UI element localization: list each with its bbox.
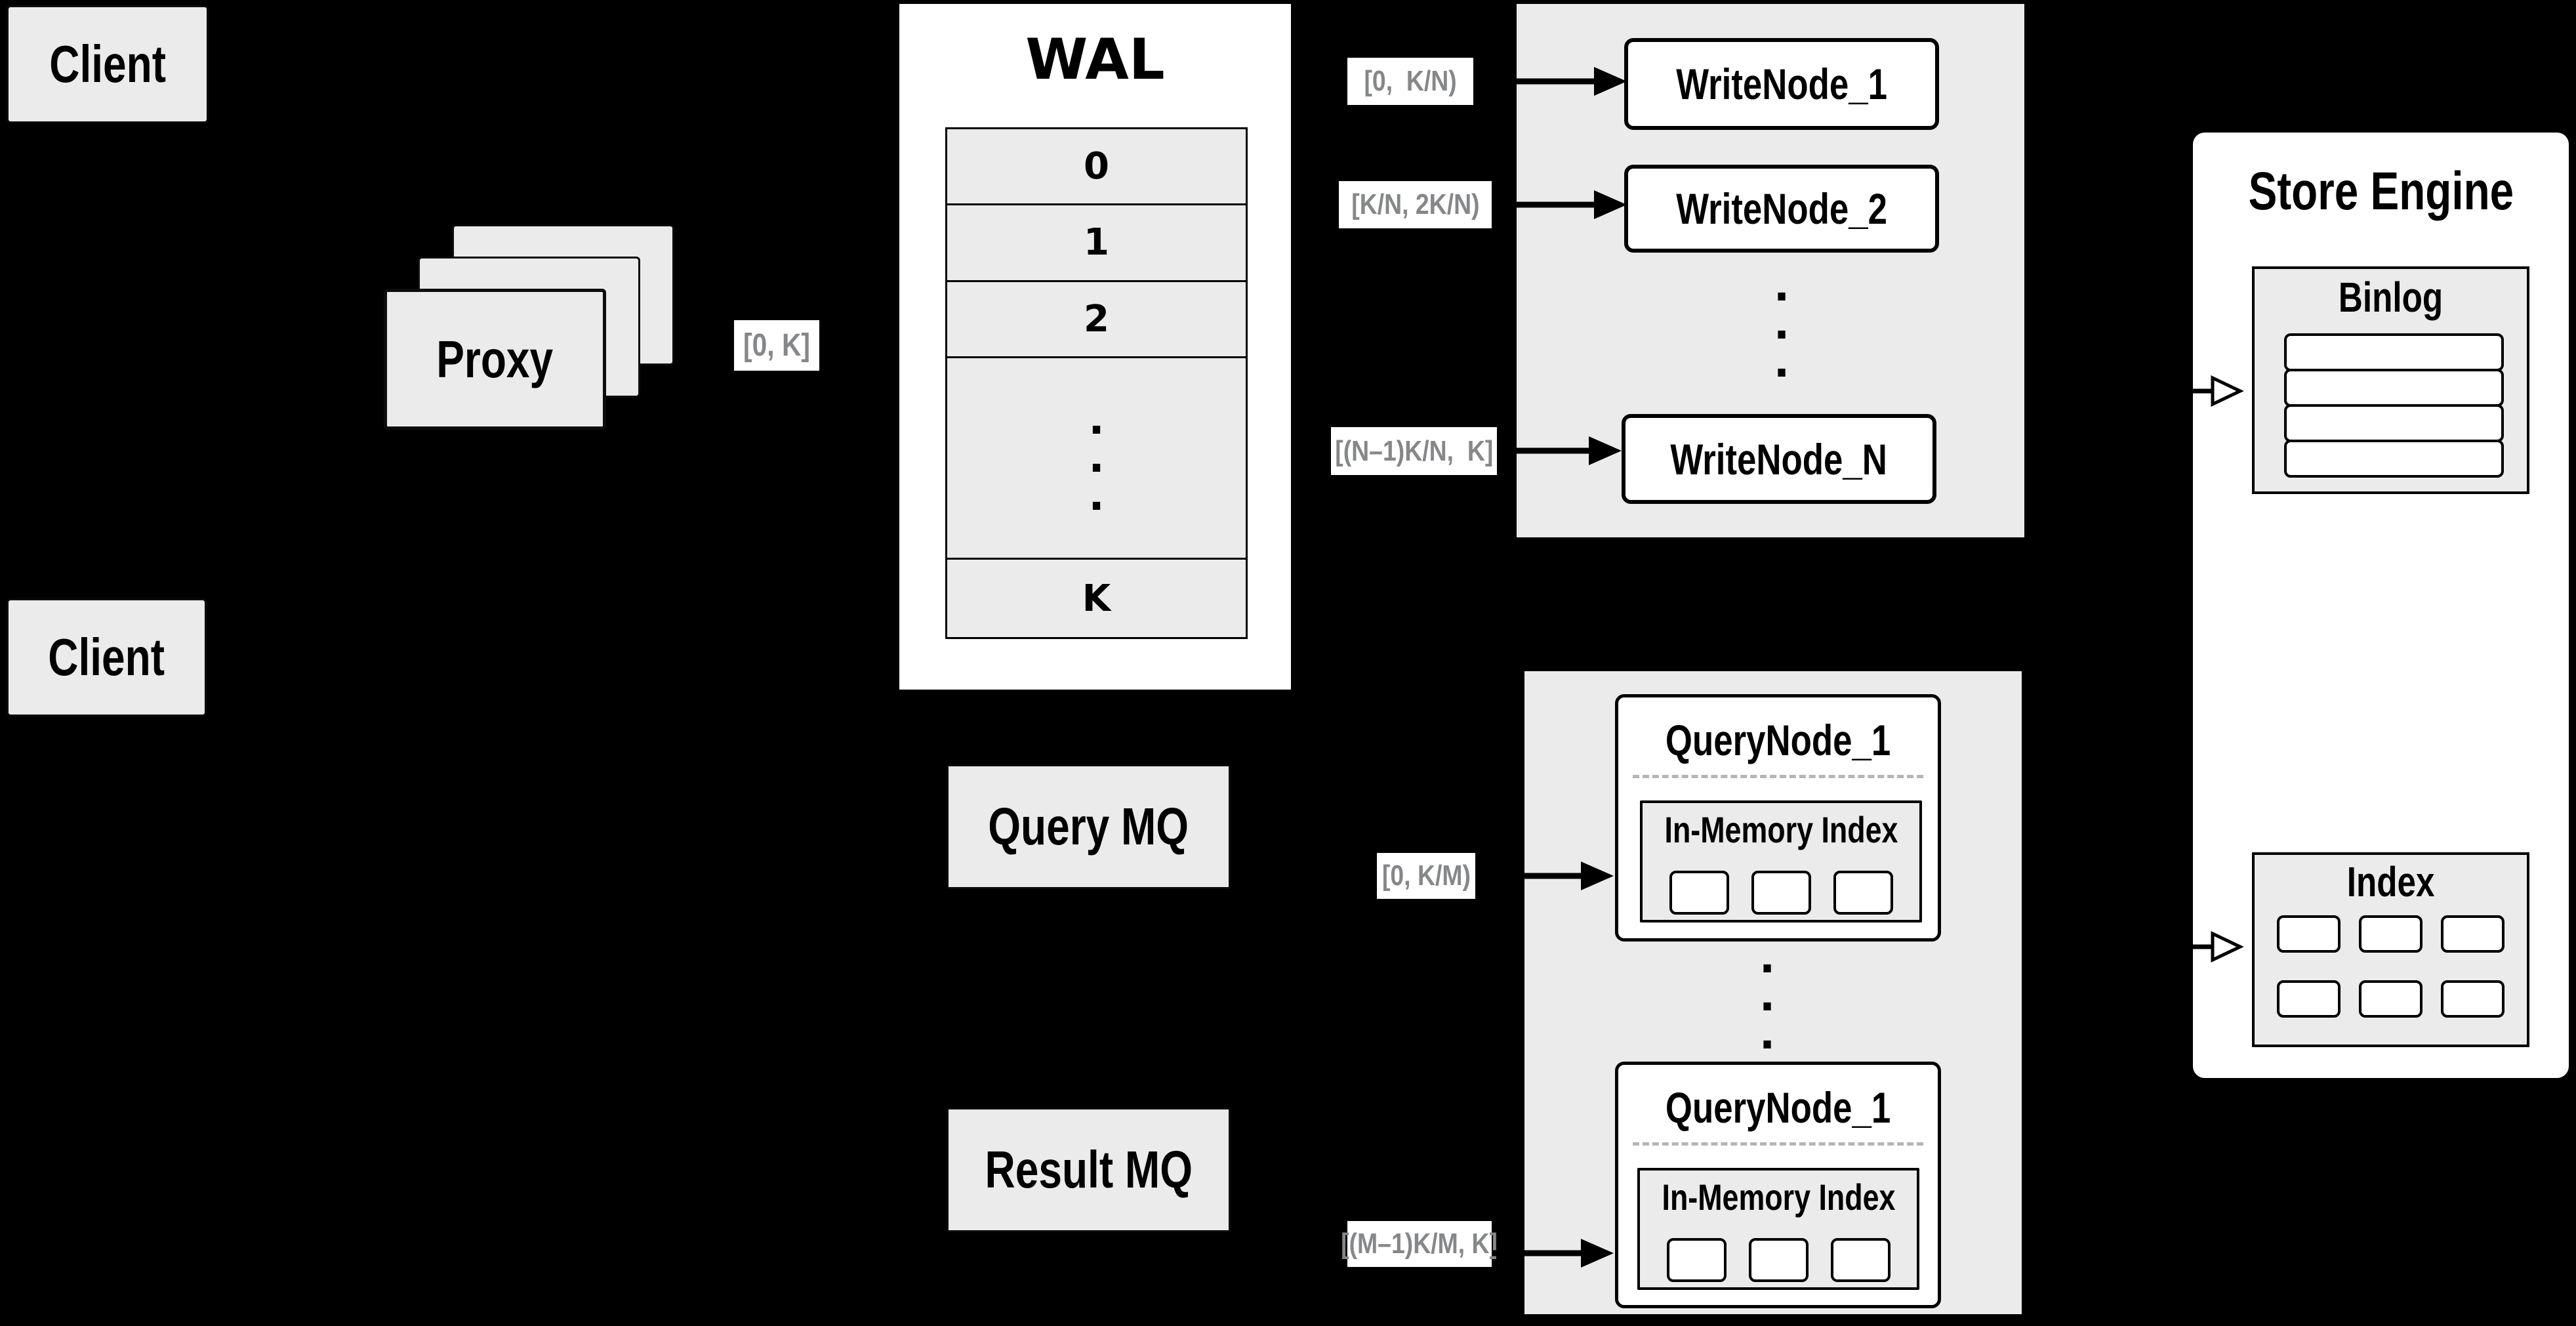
in-memory-index-2-cells <box>1640 1238 1917 1282</box>
in-memory-index-1-cells <box>1643 871 1919 915</box>
in-memory-index-1-title: In-Memory Index <box>1643 808 1919 850</box>
open-arrow-icon-binlog <box>2189 375 2244 407</box>
range-label-query-2-text: [(M–1)K/M, K] <box>1341 1228 1498 1260</box>
wal-box: WAL 0 1 2 ... K <box>897 1 1294 692</box>
in-memory-index-1-title-text: In-Memory Index <box>1664 808 1898 850</box>
range-label-query-2: [(M–1)K/M, K] <box>1341 1221 1498 1267</box>
range-label-write-1-text: [0, K/N) <box>1364 65 1457 97</box>
range-label-proxy-wal: [0, K] <box>734 320 819 371</box>
in-memory-index-2-title: In-Memory Index <box>1640 1176 1917 1218</box>
range-label-write-2: [K/N, 2K/N) <box>1339 181 1492 228</box>
client-top-box: Client <box>7 5 209 123</box>
solid-arrow-icon-query-1 <box>1475 861 1614 890</box>
binlog-box: Binlog <box>2252 266 2529 494</box>
wal-row-ellipsis: ... <box>945 356 1248 560</box>
query-node-1-box: QueryNode_1 In-Memory Index <box>1615 694 1941 942</box>
index-cell <box>2441 980 2504 1018</box>
binlog-row <box>2284 369 2504 407</box>
query-mq-box: Query MQ <box>947 764 1231 889</box>
wal-row-2: 2 <box>945 280 1248 358</box>
index-title: Index <box>2255 858 2527 905</box>
binlog-row <box>2284 333 2504 371</box>
binlog-row <box>2284 404 2504 442</box>
wal-row-1: 1 <box>945 203 1248 282</box>
query-node-2-box: QueryNode_1 In-Memory Index <box>1615 1062 1941 1308</box>
in-memory-index-2-box: In-Memory Index <box>1637 1168 1919 1290</box>
result-mq-box: Result MQ <box>947 1108 1231 1232</box>
index-cells <box>2255 915 2527 1018</box>
query-node-1-title-text: QueryNode_1 <box>1665 716 1891 764</box>
index-cell <box>2359 980 2423 1018</box>
write-node-1-label: WriteNode_1 <box>1676 60 1887 108</box>
index-cell <box>2277 980 2341 1018</box>
client-top-label: Client <box>49 35 166 93</box>
index-box: Index <box>2252 852 2529 1047</box>
in-memory-index-2-title-text: In-Memory Index <box>1662 1176 1895 1218</box>
solid-arrow-icon-query-2 <box>1492 1239 1614 1268</box>
solid-arrow-icon-write-n <box>1497 436 1622 465</box>
result-mq-label: Result MQ <box>985 1140 1193 1199</box>
write-node-2-label: WriteNode_2 <box>1676 184 1887 233</box>
query-node-2-divider <box>1633 1142 1923 1146</box>
index-cell <box>2277 915 2341 953</box>
range-label-proxy-wal-text: [0, K] <box>743 328 810 363</box>
index-cell <box>2441 915 2504 953</box>
client-bottom-label: Client <box>48 628 165 686</box>
segment-cell <box>1748 1238 1809 1282</box>
segment-cell <box>1830 1238 1891 1282</box>
index-cell <box>2359 915 2423 953</box>
index-title-text: Index <box>2346 858 2435 905</box>
range-label-write-n: [(N–1)K/N, K] <box>1331 427 1497 475</box>
solid-arrow-icon-write-2 <box>1492 190 1627 219</box>
store-engine-box: Store Engine Binlog Index <box>2190 130 2571 1081</box>
write-node-n-label: WriteNode_N <box>1670 434 1888 484</box>
range-label-query-1: [0, K/M) <box>1377 853 1475 899</box>
wal-title: WAL <box>1025 27 1165 93</box>
segment-cell <box>1751 871 1811 915</box>
segment-cell <box>1666 1238 1727 1282</box>
query-node-1-divider <box>1633 775 1923 778</box>
range-label-write-n-text: [(N–1)K/N, K] <box>1334 434 1494 467</box>
write-node-2-box: WriteNode_2 <box>1624 165 1939 253</box>
wal-table: 0 1 2 ... K <box>945 127 1248 639</box>
proxy-box: Proxy <box>384 289 606 430</box>
write-node-1-box: WriteNode_1 <box>1624 38 1939 130</box>
segment-cell <box>1833 871 1893 915</box>
query-node-2-title: QueryNode_1 <box>1618 1083 1938 1132</box>
binlog-row <box>2284 440 2504 478</box>
range-label-query-1-text: [0, K/M) <box>1381 860 1471 892</box>
query-node-ellipsis: ... <box>1759 934 1776 1059</box>
wal-ellipsis: ... <box>1088 395 1105 520</box>
wal-row-0: 0 <box>945 127 1248 205</box>
store-engine-title-text: Store Engine <box>2248 161 2514 221</box>
wal-row-k: K <box>945 558 1248 639</box>
open-arrow-icon-index <box>2187 931 2244 963</box>
query-mq-label: Query MQ <box>988 797 1189 856</box>
binlog-rows <box>2284 333 2504 478</box>
binlog-title: Binlog <box>2255 274 2527 321</box>
solid-arrow-icon-write-1 <box>1473 67 1627 96</box>
in-memory-index-1-box: In-Memory Index <box>1640 800 1922 922</box>
segment-cell <box>1669 871 1729 915</box>
binlog-title-text: Binlog <box>2338 274 2443 321</box>
range-label-write-1: [0, K/N) <box>1347 58 1473 105</box>
query-node-1-title: QueryNode_1 <box>1618 716 1938 764</box>
write-node-ellipsis: ... <box>1773 262 1790 387</box>
store-engine-title: Store Engine <box>2193 161 2569 221</box>
write-node-n-box: WriteNode_N <box>1622 414 1936 504</box>
proxy-label: Proxy <box>436 329 554 388</box>
query-node-2-title-text: QueryNode_1 <box>1665 1083 1891 1132</box>
range-label-write-2-text: [K/N, 2K/N) <box>1351 188 1480 220</box>
client-bottom-box: Client <box>7 598 207 716</box>
